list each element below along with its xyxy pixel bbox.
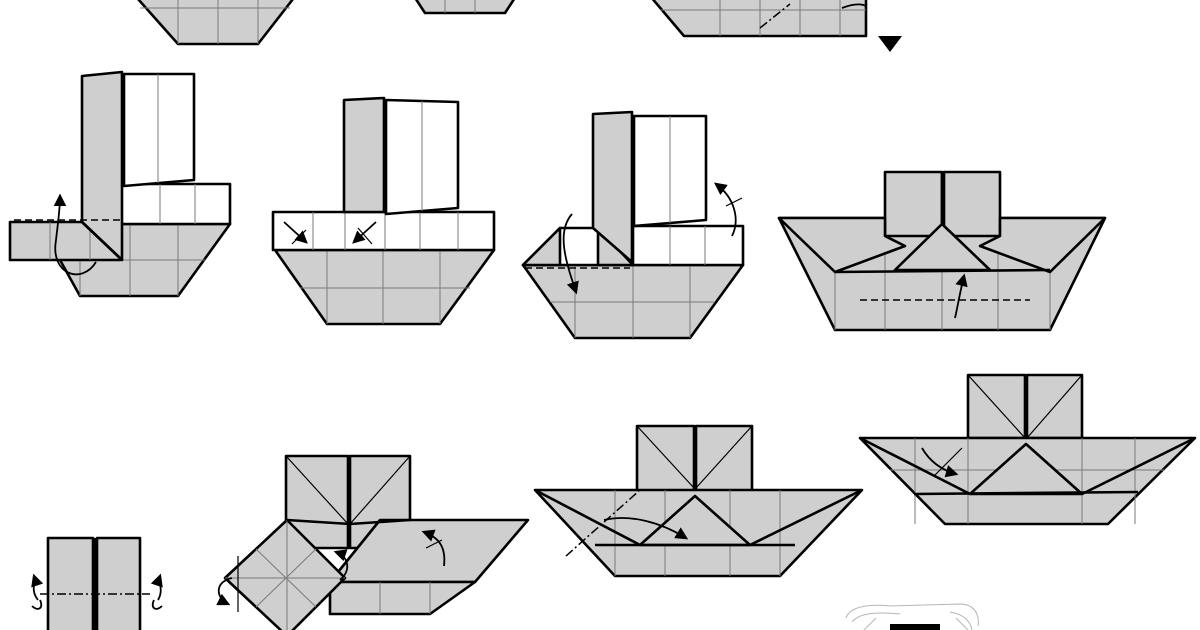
step-d <box>777 170 1107 332</box>
step-top-right <box>651 0 902 52</box>
step-a <box>8 70 232 298</box>
step-h <box>858 373 1197 526</box>
step-g <box>533 424 864 578</box>
step-e <box>31 536 163 630</box>
step-c <box>521 110 745 340</box>
step-top-center <box>414 0 516 15</box>
step-i <box>845 603 979 630</box>
turn-over-arrow <box>878 36 902 52</box>
step-b <box>271 96 496 326</box>
step-f <box>216 454 530 630</box>
step-top-left <box>137 0 294 46</box>
